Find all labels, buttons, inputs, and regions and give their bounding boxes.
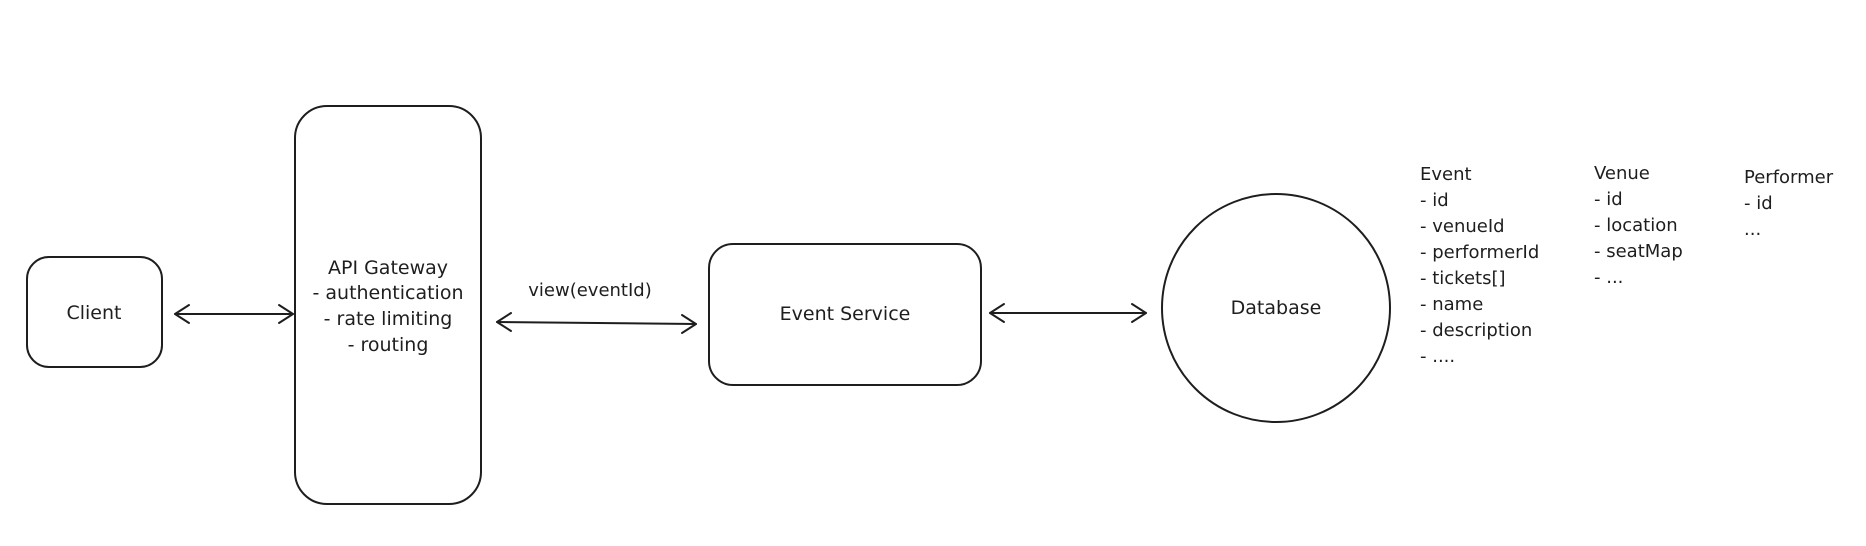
event-field-venueid: - venueId bbox=[1420, 216, 1505, 237]
client-node[interactable]: Client bbox=[26, 256, 163, 368]
gateway-title: API Gateway bbox=[328, 257, 448, 279]
venue-field-seatmap: - seatMap bbox=[1594, 241, 1683, 262]
event-field-name: - name bbox=[1420, 294, 1483, 315]
event-field-tickets: - tickets[] bbox=[1420, 268, 1506, 289]
venue-schema: Venue - id - location - seatMap - ... bbox=[1594, 163, 1683, 288]
venue-field-location: - location bbox=[1594, 215, 1678, 236]
gateway-line-rate-limiting: - rate limiting bbox=[324, 308, 453, 330]
performer-schema-title: Performer bbox=[1744, 167, 1834, 188]
gateway-line-routing: - routing bbox=[348, 334, 429, 356]
client-gateway-arrow bbox=[174, 304, 294, 324]
performer-field-more: ... bbox=[1744, 219, 1761, 240]
client-label: Client bbox=[66, 302, 121, 324]
api-gateway-node[interactable]: API Gateway - authentication - rate limi… bbox=[294, 105, 482, 505]
performer-schema: Performer - id ... bbox=[1744, 167, 1834, 240]
edge-label-view-event: view(eventId) bbox=[528, 280, 652, 301]
event-schema-title: Event bbox=[1420, 164, 1472, 185]
service-database-arrow bbox=[989, 303, 1147, 323]
venue-field-more: - ... bbox=[1594, 267, 1623, 288]
event-service-label: Event Service bbox=[780, 303, 911, 325]
event-field-id: - id bbox=[1420, 190, 1449, 211]
gateway-service-arrow: view(eventId) bbox=[496, 280, 697, 334]
venue-schema-title: Venue bbox=[1594, 163, 1650, 184]
event-service-node[interactable]: Event Service bbox=[708, 243, 982, 386]
venue-field-id: - id bbox=[1594, 189, 1623, 210]
gateway-line-authentication: - authentication bbox=[312, 282, 463, 304]
database-node[interactable]: Database bbox=[1161, 193, 1391, 423]
event-schema: Event - id - venueId - performerId - tic… bbox=[1420, 164, 1539, 367]
event-field-description: - description bbox=[1420, 320, 1532, 341]
performer-field-id: - id bbox=[1744, 193, 1773, 214]
event-field-more: - .... bbox=[1420, 346, 1455, 367]
database-label: Database bbox=[1231, 297, 1322, 319]
event-field-performerid: - performerId bbox=[1420, 242, 1539, 263]
